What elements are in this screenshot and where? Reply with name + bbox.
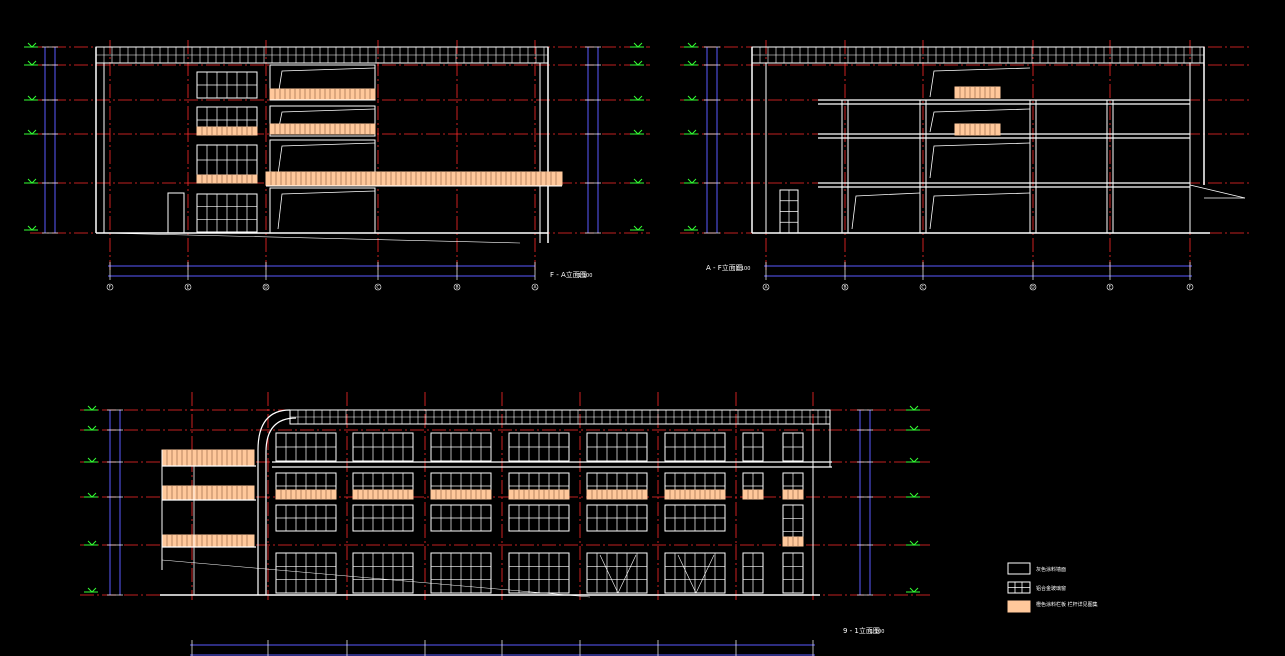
legend-swatch-plain (1007, 562, 1031, 575)
canopy-slope (929, 108, 1031, 133)
door-swing (677, 554, 715, 594)
railing (954, 123, 1001, 136)
level-marker-tick (687, 42, 697, 48)
railing (269, 88, 376, 100)
level-marker-tick (633, 225, 643, 231)
legend-swatch-railing (1007, 600, 1031, 613)
axis-bubble (919, 283, 927, 291)
canopy-frame (269, 64, 376, 101)
level-marker-tick (87, 405, 97, 411)
legend-label-2: 铝合金玻璃窗 (1036, 585, 1066, 592)
level-marker-tick (633, 178, 643, 184)
railing (269, 123, 376, 135)
canopy-slope (929, 67, 1031, 98)
level-marker-tick (27, 95, 37, 101)
axis-label: F (1189, 285, 1192, 291)
level-marker-tick (27, 42, 37, 48)
level-marker-tick (909, 457, 919, 463)
axis-label: E (187, 285, 190, 291)
level-marker-tick (633, 42, 643, 48)
legend-swatch-grid (1007, 581, 1031, 594)
axis-label: F (109, 285, 112, 291)
level-marker-tick (27, 60, 37, 66)
level-marker-tick (687, 178, 697, 184)
canopy-slope (277, 67, 376, 97)
canopy-frame (269, 105, 376, 137)
axis-label: C (921, 285, 924, 291)
canopy-slope (277, 142, 376, 175)
canopy-slope (929, 142, 1031, 179)
axis-label: A (533, 285, 537, 291)
title-elevation-a-f: A - F立面图 (706, 263, 743, 272)
railing (954, 86, 1001, 99)
ramp-line (104, 232, 521, 244)
level-marker-tick (87, 540, 97, 546)
stair-railing (161, 449, 255, 467)
curved-corner (257, 409, 291, 595)
level-marker-tick (633, 129, 643, 135)
level-marker-tick (27, 225, 37, 231)
scale-elevation-f-a: 1:100 (578, 273, 592, 279)
level-marker-tick (87, 492, 97, 498)
level-marker-tick (687, 225, 697, 231)
door-swing (599, 554, 637, 594)
axis-label: E (1109, 285, 1112, 291)
axis-bubble (374, 283, 382, 291)
legend: 灰色涂料墙面 铝合金玻璃窗 橙色涂料栏板 栏杆详见图集 (1007, 562, 1098, 613)
axis-label: B (455, 285, 458, 291)
stair-railing (161, 534, 255, 548)
axis-label: D (264, 285, 268, 291)
corridor-railing (265, 171, 563, 186)
level-marker-tick (909, 540, 919, 546)
title-elevation-f-a: F - A立面图 (550, 270, 587, 279)
axis-bubble (106, 283, 114, 291)
canopy-slope (929, 192, 1031, 230)
curved-corner (265, 417, 297, 595)
level-marker-tick (27, 178, 37, 184)
elevation-9-1 (84, 405, 920, 656)
stair-railing (161, 485, 255, 501)
axis-bubble (531, 283, 539, 291)
axis-bubble (762, 283, 770, 291)
level-marker-tick (87, 587, 97, 593)
legend-label-3: 橙色涂料栏板 栏杆详见图集 (1036, 601, 1098, 608)
canopy-frame (269, 187, 376, 234)
axis-bubble (262, 283, 270, 291)
ramp-line (161, 559, 591, 598)
level-marker-tick (909, 492, 919, 498)
level-marker-tick (633, 60, 643, 66)
axis-bubble (184, 283, 192, 291)
level-marker-tick (87, 457, 97, 463)
axis-bubble (1106, 283, 1114, 291)
axis-label: C (376, 285, 379, 291)
axis-bubble (841, 283, 849, 291)
level-marker-tick (909, 405, 919, 411)
axis-bubble (1186, 283, 1194, 291)
level-marker-tick (87, 425, 97, 431)
axis-bubble (453, 283, 461, 291)
level-marker-tick (909, 425, 919, 431)
axis-bubble (1029, 283, 1037, 291)
legend-label-1: 灰色涂料墙面 (1036, 566, 1066, 573)
level-marker-tick (909, 587, 919, 593)
axis-label: B (843, 285, 846, 291)
level-marker-tick (687, 60, 697, 66)
axis-grid-layer (30, 40, 1250, 600)
level-marker-tick (687, 129, 697, 135)
title-elevation-9-1: 9 - 1立面图 (843, 626, 880, 635)
elevation-a-f: A B C D E F (684, 42, 1246, 291)
scale-elevation-a-f: 1:100 (736, 266, 750, 272)
door (167, 192, 185, 234)
level-marker-tick (27, 129, 37, 135)
axis-label: D (1031, 285, 1035, 291)
level-marker-tick (687, 95, 697, 101)
canopy-slope (851, 192, 921, 230)
level-marker-tick (633, 95, 643, 101)
axis-label: A (764, 285, 768, 291)
scale-elevation-9-1: 1:100 (870, 629, 884, 635)
site-line (1189, 184, 1246, 199)
canopy-slope (277, 190, 376, 230)
